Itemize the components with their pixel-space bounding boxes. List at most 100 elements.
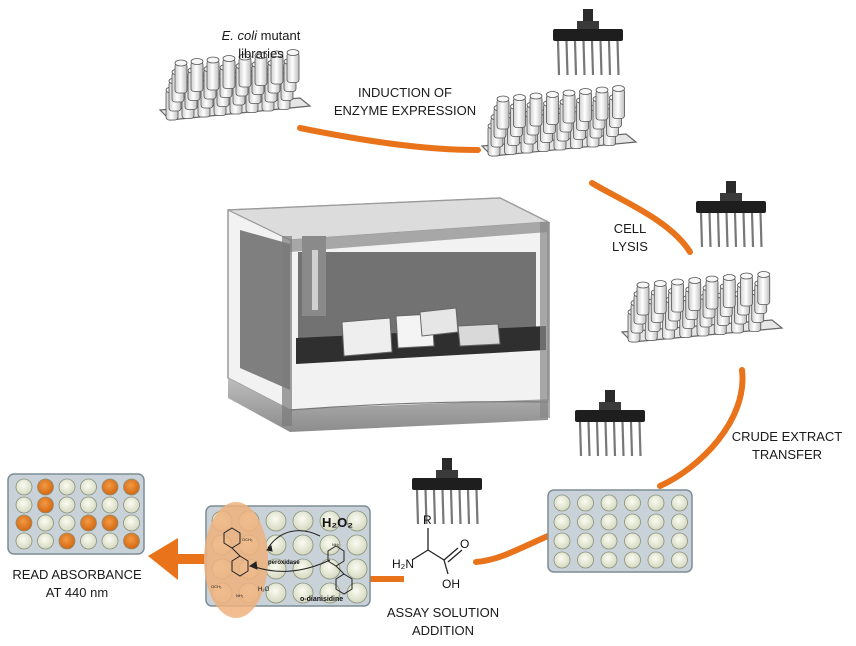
- well: [553, 532, 571, 550]
- well: [624, 494, 641, 512]
- assay-label: ASSAY SOLUTION ADDITION: [378, 604, 508, 640]
- multichannel-pipette-icon: [696, 181, 766, 248]
- pipette-handle: [442, 458, 452, 472]
- well: [553, 513, 571, 531]
- pipette-tip: [415, 489, 420, 525]
- pipette-tip: [742, 212, 746, 248]
- tube-top: [174, 59, 188, 67]
- well: [346, 558, 368, 580]
- arrow-read-head: [148, 538, 178, 580]
- well: [346, 534, 368, 556]
- well: [37, 532, 54, 550]
- pipette-handle: [583, 9, 593, 23]
- pipette-tip: [466, 489, 471, 525]
- well-colored: [101, 478, 119, 496]
- well: [319, 534, 341, 556]
- well: [123, 496, 140, 514]
- absorbance-plate: [7, 473, 145, 555]
- tube-top: [595, 86, 609, 94]
- pipette-grip: [436, 470, 458, 478]
- tube-top: [546, 91, 559, 98]
- pipette-bar: [553, 29, 623, 41]
- amine-label-2: NH₂: [332, 542, 340, 547]
- pipette-tip: [621, 421, 625, 457]
- pipette-tip: [725, 212, 729, 248]
- library-label: E. coli mutant libraries: [206, 27, 316, 63]
- well: [80, 532, 97, 550]
- well: [553, 494, 571, 512]
- well: [647, 513, 665, 531]
- well: [624, 513, 641, 531]
- transfer-label-line1: CRUDE EXTRACT: [731, 429, 843, 444]
- crude-extract-plate: [547, 489, 693, 573]
- tube-top: [513, 94, 526, 101]
- well-colored: [37, 478, 54, 496]
- tube-top: [722, 274, 736, 281]
- workflow-arrows: [148, 125, 746, 582]
- tube-top: [688, 277, 702, 284]
- pipette-tip: [638, 421, 642, 457]
- well: [15, 532, 33, 550]
- arrow-lysis: [589, 180, 693, 255]
- pipette-tip: [565, 40, 569, 76]
- amine-label: H₂N: [392, 557, 414, 571]
- tube: [562, 92, 576, 124]
- well: [624, 532, 641, 550]
- tube: [190, 61, 204, 92]
- tube: [579, 91, 592, 122]
- pipette-tip: [587, 421, 591, 457]
- well: [319, 582, 341, 604]
- pipette-tip: [759, 212, 763, 248]
- tube-top: [286, 49, 300, 56]
- well: [647, 532, 665, 550]
- pipette-tip: [556, 40, 561, 76]
- tube-top: [705, 275, 719, 283]
- well: [600, 513, 618, 531]
- tube-top: [222, 55, 236, 62]
- tube-top: [496, 95, 510, 103]
- methoxy-label-2: OCH₃: [211, 584, 222, 589]
- well: [101, 532, 119, 550]
- well: [577, 532, 594, 550]
- pipette-tip: [607, 40, 612, 76]
- tube-top: [562, 89, 576, 97]
- well: [647, 551, 665, 569]
- liquid-handling-robot: [227, 197, 551, 432]
- tube-top: [206, 56, 220, 64]
- library-label-italic: E. coli: [221, 28, 258, 43]
- well: [577, 494, 594, 512]
- pipette-bar: [696, 201, 766, 213]
- well: [101, 496, 119, 514]
- well-colored: [123, 532, 140, 550]
- tube: [496, 98, 510, 130]
- well: [600, 494, 618, 512]
- well: [123, 514, 140, 532]
- well-colored: [123, 478, 140, 496]
- water-label: H₂O: [258, 587, 270, 593]
- well: [600, 532, 618, 550]
- tube-top: [579, 88, 592, 95]
- highlight-region: [204, 502, 268, 618]
- pipette-handle: [726, 181, 736, 195]
- transfer-label-line2: TRANSFER: [751, 447, 823, 462]
- lysis-label-line2: LYSIS: [612, 239, 648, 254]
- transfer-label: CRUDE EXTRACT TRANSFER: [722, 428, 852, 464]
- assay-plate: [204, 502, 371, 618]
- well: [292, 582, 314, 604]
- pipette-tip: [616, 40, 620, 76]
- tube: [653, 283, 667, 314]
- well: [265, 534, 287, 556]
- well: [346, 582, 368, 604]
- pipette-tip: [708, 212, 712, 248]
- carbonyl-label: O: [460, 537, 469, 551]
- pipette-tip: [629, 421, 634, 457]
- induction-label: INDUCTION OF ENZYME EXPRESSION: [320, 84, 490, 120]
- pipette-tip: [424, 489, 428, 525]
- tube-top: [254, 52, 268, 59]
- well: [671, 551, 688, 569]
- well: [265, 510, 287, 532]
- well: [80, 496, 97, 514]
- well: [624, 551, 641, 569]
- amine-label-1: NH₂: [236, 593, 244, 598]
